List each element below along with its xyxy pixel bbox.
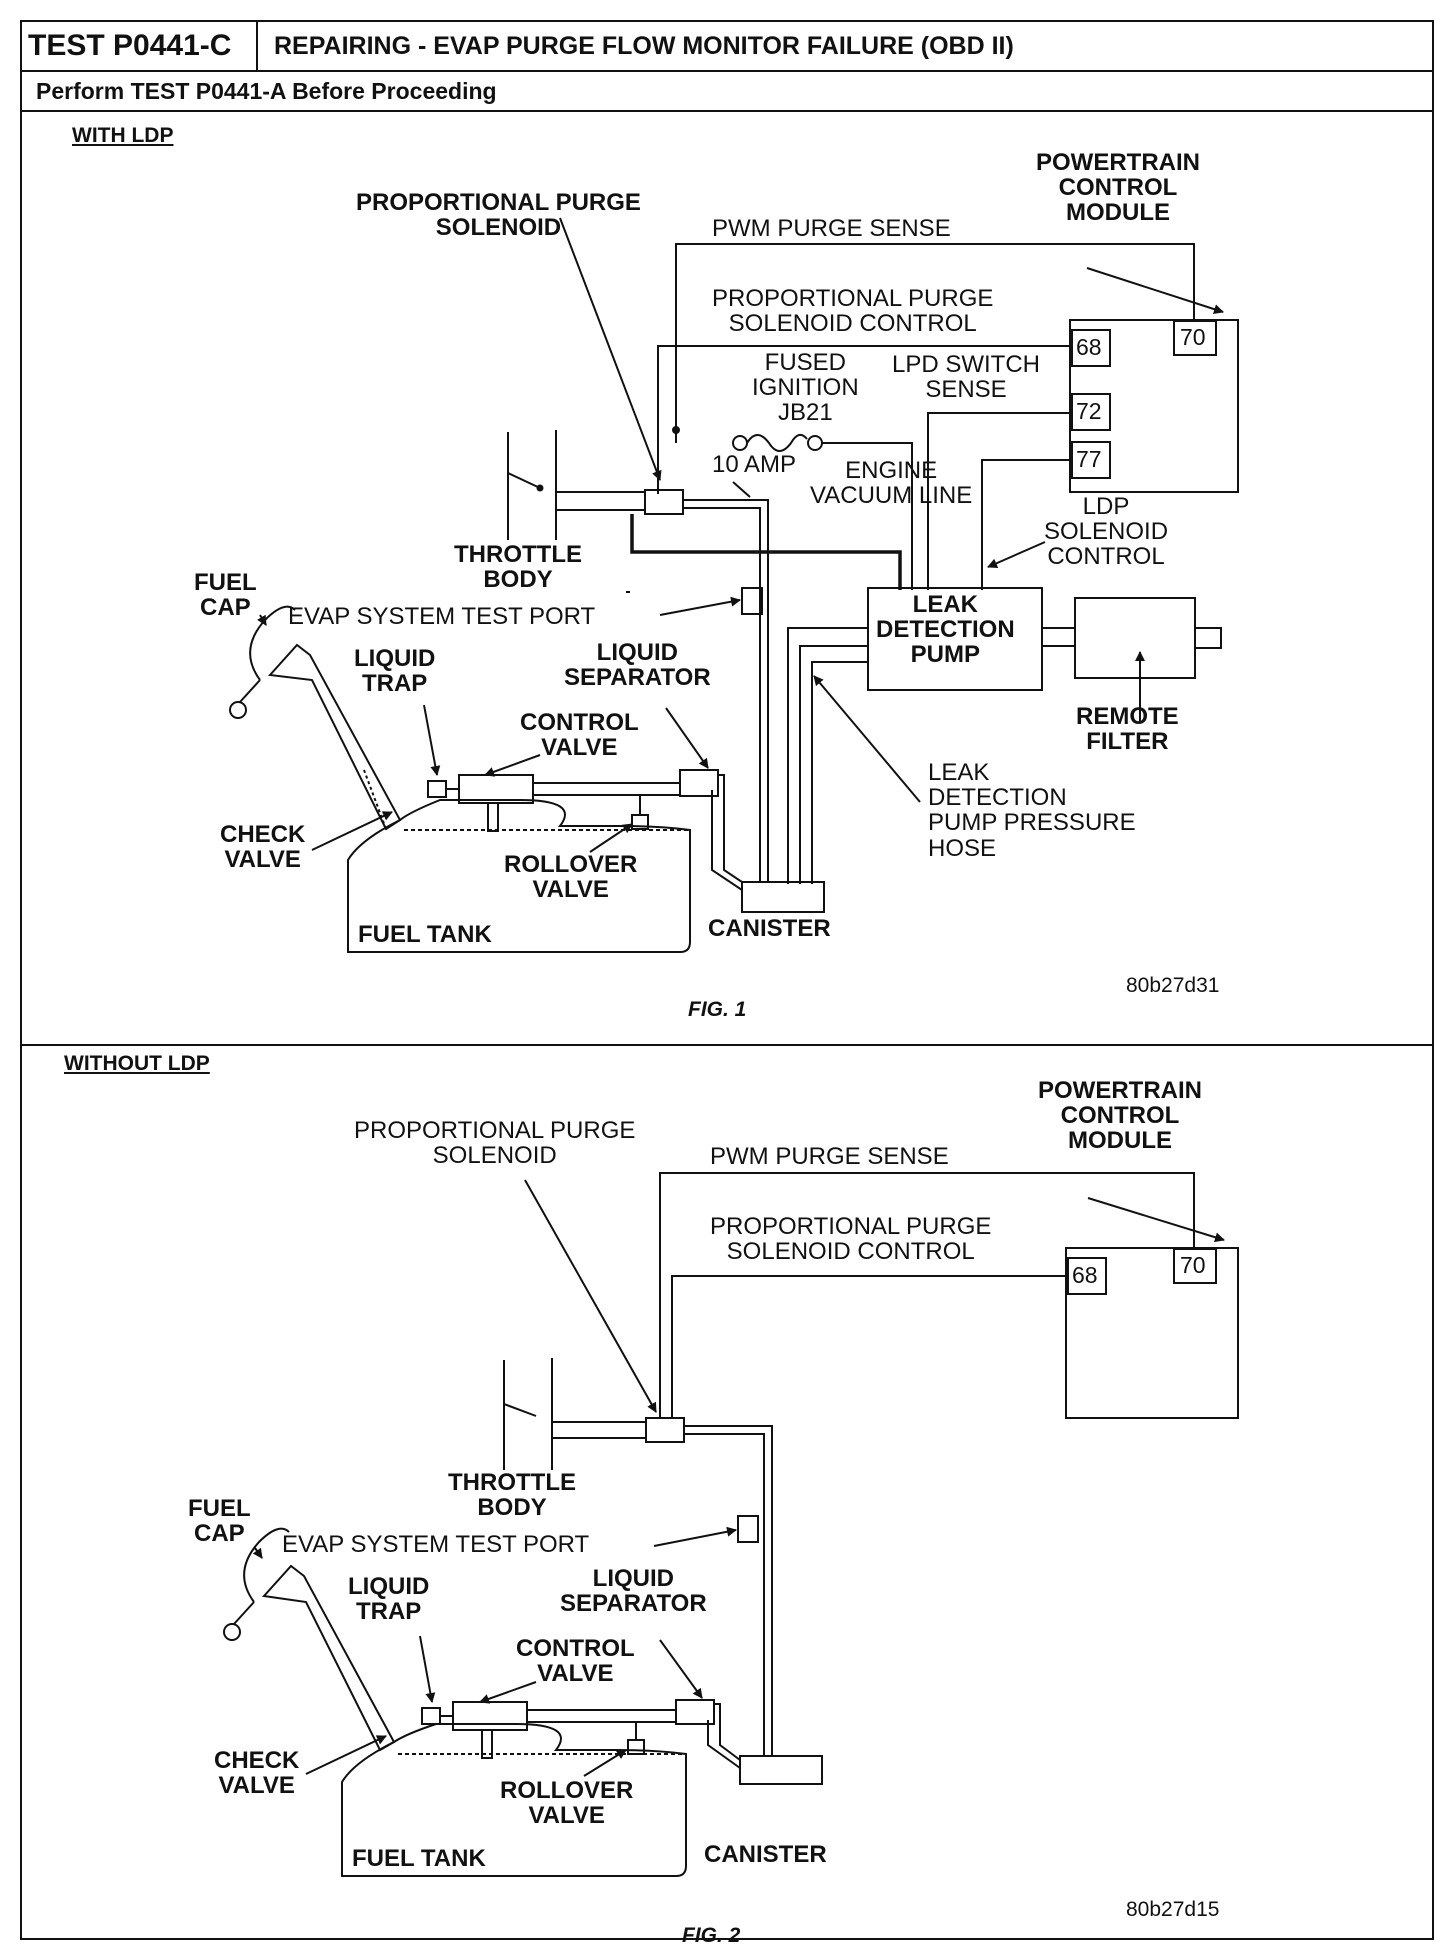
fig2-pcm-label: POWERTRAIN CONTROL MODULE — [1038, 1077, 1202, 1155]
subheader-row: Perform TEST P0441-A Before Proceeding — [22, 72, 1432, 112]
fig2-section-label: WITHOUT LDP — [64, 1052, 210, 1075]
fig1-code: 80b27d31 — [1126, 974, 1220, 997]
fig1-caption: FIG. 1 — [688, 998, 747, 1021]
fig1-remote-filter — [1074, 597, 1196, 679]
fig1-test-port-label: EVAP SYSTEM TEST PORT — [288, 603, 596, 630]
fig1-liquid-separator-label: LIQUID SEPARATOR — [564, 639, 711, 692]
fig2-pps-control-label: PROPORTIONAL PURGE SOLENOID CONTROL — [710, 1213, 992, 1266]
fig1-pin-68 — [1071, 329, 1111, 367]
fig1-control-valve-label: CONTROL VALVE — [520, 709, 639, 762]
fig1-lpd-switch-label: LPD SWITCH SENSE — [892, 351, 1041, 404]
fig1-pin-72-label: 72 — [1076, 398, 1102, 424]
fig2-throttle-label: THROTTLE BODY — [448, 1469, 576, 1522]
fig1-pin-70-label: 70 — [1180, 324, 1206, 350]
fig1-fuel-tank-label: FUEL TANK — [358, 921, 492, 948]
fig1-fused-ignition-label: FUSED IGNITION JB21 — [752, 349, 859, 427]
fig1-pcm-label: POWERTRAIN CONTROL MODULE — [1036, 149, 1200, 227]
fig2-test-port-label: EVAP SYSTEM TEST PORT — [282, 1531, 590, 1558]
fig1-liquid-trap-label: LIQUID TRAP — [354, 645, 436, 698]
header-subtitle: Perform TEST P0441-A Before Proceeding — [36, 78, 497, 104]
fig1-ldp-hose-label: LEAK DETECTION PUMP PRESSURE HOSE — [928, 759, 1136, 862]
fig1-pps-label: PROPORTIONAL PURGE SOLENOID — [356, 189, 641, 242]
fig2-caption: FIG. 2 — [682, 1924, 741, 1947]
header-title: REPAIRING - EVAP PURGE FLOW MONITOR FAIL… — [274, 32, 1014, 60]
fig2-drawing — [223, 1172, 1239, 1877]
fig1-canister-label: CANISTER — [708, 915, 831, 942]
fig2-pin-70-label: 70 — [1180, 1252, 1206, 1278]
page-frame: TEST P0441-C REPAIRING - EVAP PURGE FLOW… — [20, 20, 1434, 1940]
fig1-throttle-label: THROTTLE BODY — [454, 541, 582, 594]
fig1-ldp-box — [867, 587, 1043, 691]
fig2-pcm-box — [1065, 1247, 1239, 1419]
fig1-pin-77-label: 77 — [1076, 446, 1102, 472]
fig2-fuel-cap-label: FUEL CAP — [188, 1495, 251, 1548]
fig1-fuel-cap-label: FUEL CAP — [194, 569, 257, 622]
fig2-control-valve-label: CONTROL VALVE — [516, 1635, 635, 1688]
fig2-pps-label: PROPORTIONAL PURGE SOLENOID — [354, 1117, 636, 1170]
header-row: TEST P0441-C REPAIRING - EVAP PURGE FLOW… — [22, 22, 1432, 72]
fig2-fuel-tank-label: FUEL TANK — [352, 1845, 486, 1872]
fig1-pin-68-label: 68 — [1076, 334, 1102, 360]
fig1-engine-vacuum-label: ENGINE VACUUM LINE — [810, 457, 973, 510]
fig1-check-valve-label: CHECK VALVE — [220, 821, 306, 874]
fig1-amp-label: 10 AMP — [712, 451, 797, 478]
fig1-pps-control-label: PROPORTIONAL PURGE SOLENOID CONTROL — [712, 285, 994, 338]
fig1-remote-filter-label: REMOTE FILTER — [1076, 703, 1179, 756]
fig2-pps-body — [645, 1417, 685, 1443]
fig2-pin-68-label: 68 — [1072, 1262, 1098, 1288]
figure-divider — [22, 1044, 1432, 1046]
fig1-rollover-label: ROLLOVER VALVE — [504, 851, 638, 904]
fig2-check-valve-label: CHECK VALVE — [214, 1747, 300, 1800]
fig1-ldp-solenoid-label: LDP SOLENOID CONTROL — [1044, 493, 1169, 571]
fig2-rollover-label: ROLLOVER VALVE — [500, 1777, 634, 1830]
fig2-liquid-trap-label: LIQUID TRAP — [348, 1573, 430, 1626]
fig1-pwm-sense-label: PWM PURGE SENSE — [712, 215, 951, 242]
test-id: TEST P0441-C — [22, 22, 258, 70]
fig1-ldp-label: LEAK DETECTION PUMP — [876, 591, 1015, 669]
fig1-drawing — [229, 217, 1239, 953]
fig2-canister-label: CANISTER — [704, 1841, 827, 1868]
fig1-pcm-box — [1069, 319, 1239, 493]
fig2-liquid-separator-label: LIQUID SEPARATOR — [560, 1565, 707, 1618]
fig1-canister — [741, 881, 825, 913]
fig1-pps-body — [644, 489, 684, 515]
fig2-code: 80b27d15 — [1126, 1898, 1220, 1921]
fig2-pwm-sense-label: PWM PURGE SENSE — [710, 1143, 949, 1170]
fig2-canister — [739, 1755, 823, 1785]
fig1-section-label: WITH LDP — [72, 124, 174, 147]
